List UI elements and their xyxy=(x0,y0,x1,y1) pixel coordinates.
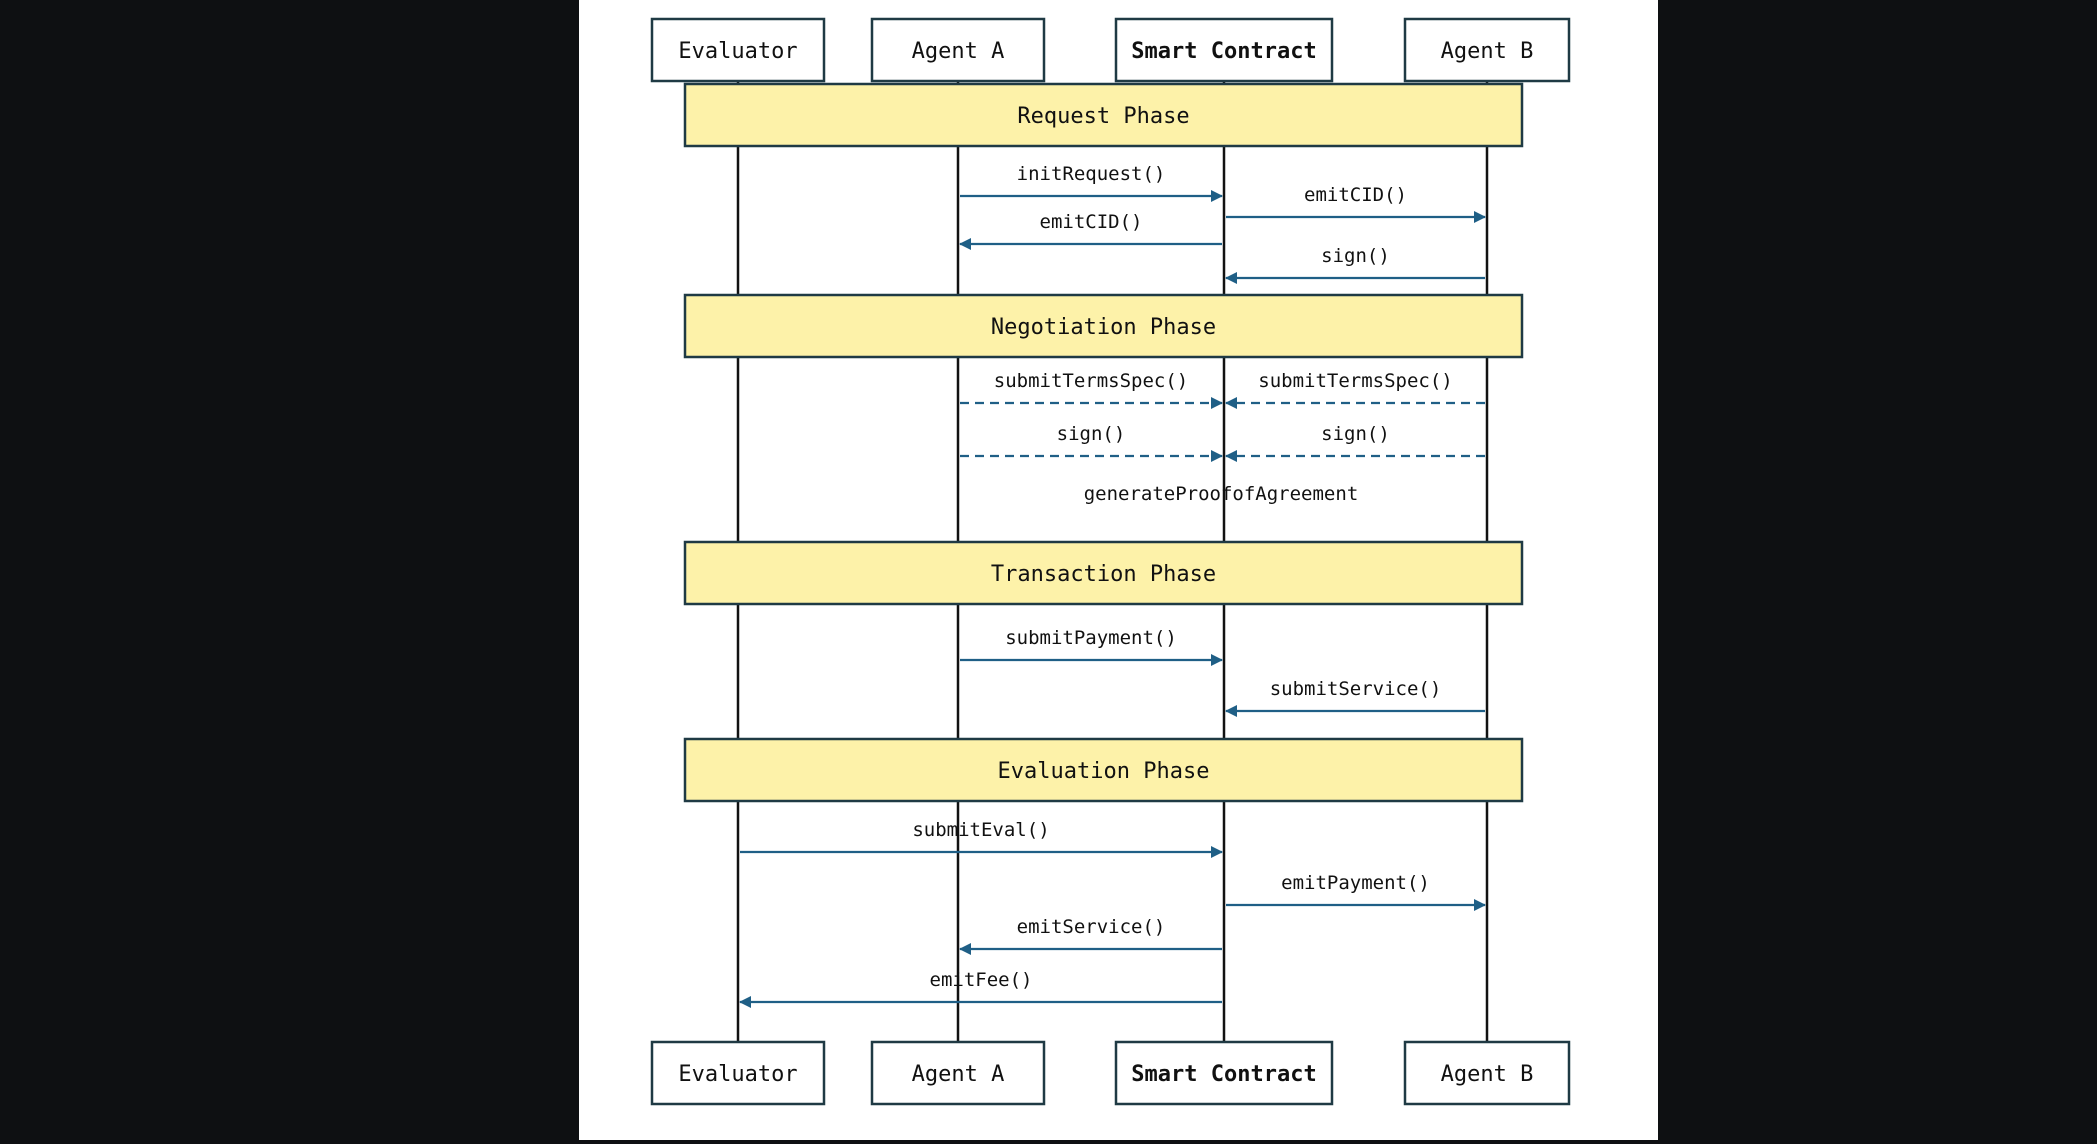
phase-request-phase: Request Phase xyxy=(683,82,1524,148)
actor-top-agent-a: Agent A xyxy=(870,17,1046,83)
note-label: generateProofofAgreement xyxy=(1084,483,1359,505)
actor-label: Evaluator xyxy=(678,39,797,64)
message-label: submitEval() xyxy=(912,819,1049,841)
actor-label: Evaluator xyxy=(678,1062,797,1087)
message-init-request: initRequest() xyxy=(960,163,1223,202)
phase-label: Transaction Phase xyxy=(991,562,1216,587)
phase-label: Request Phase xyxy=(1017,104,1189,129)
actor-box xyxy=(650,17,826,83)
message-submit-payment: submitPayment() xyxy=(960,627,1223,666)
phase-label: Negotiation Phase xyxy=(991,315,1216,340)
actor-label: Agent A xyxy=(912,39,1005,64)
message-label: emitPayment() xyxy=(1281,872,1430,894)
actor-label: Smart Contract xyxy=(1131,39,1316,64)
message-label: emitFee() xyxy=(930,969,1033,991)
actor-bottom-agent-a: Agent A xyxy=(870,1040,1046,1106)
actor-label: Agent B xyxy=(1441,39,1534,64)
message-label: emitCID() xyxy=(1304,184,1407,206)
message-label: sign() xyxy=(1321,423,1390,445)
message-label: sign() xyxy=(1057,423,1126,445)
actor-box xyxy=(870,1040,1046,1106)
actor-top-evaluator: Evaluator xyxy=(650,17,826,83)
message-submit-terms-spec: submitTermsSpec() xyxy=(960,370,1223,409)
actor-box xyxy=(1403,17,1571,83)
phase-label: Evaluation Phase xyxy=(998,759,1210,784)
message-emit-cid: emitCID() xyxy=(1226,184,1486,223)
message-label: submitPayment() xyxy=(1005,627,1177,649)
phase-box xyxy=(683,293,1524,359)
actor-box xyxy=(1403,1040,1571,1106)
message-label: sign() xyxy=(1321,245,1390,267)
message-emit-payment: emitPayment() xyxy=(1226,872,1486,911)
actor-label: Smart Contract xyxy=(1131,1062,1316,1087)
message-label: submitTermsSpec() xyxy=(1258,370,1452,392)
actor-bottom-evaluator: Evaluator xyxy=(650,1040,826,1106)
message-label: emitService() xyxy=(1017,916,1166,938)
actor-label: Agent B xyxy=(1441,1062,1534,1087)
message-submit-eval: submitEval() xyxy=(740,819,1223,858)
phase-box xyxy=(683,737,1524,803)
phase-negotiation-phase: Negotiation Phase xyxy=(683,293,1524,359)
actor-label: Agent A xyxy=(912,1062,1005,1087)
phase-evaluation-phase: Evaluation Phase xyxy=(683,737,1524,803)
actor-bottom-smart-contract: Smart Contract xyxy=(1114,1040,1334,1106)
message-label: initRequest() xyxy=(1017,163,1166,185)
message-label: submitTermsSpec() xyxy=(994,370,1188,392)
phase-transaction-phase: Transaction Phase xyxy=(683,540,1524,606)
actor-bottom-agent-b: Agent B xyxy=(1403,1040,1571,1106)
actor-box xyxy=(1114,17,1334,83)
actor-top-agent-b: Agent B xyxy=(1403,17,1571,83)
message-label: emitCID() xyxy=(1040,211,1143,233)
actor-box xyxy=(870,17,1046,83)
message-emit-service: emitService() xyxy=(959,916,1222,955)
actor-box xyxy=(650,1040,826,1106)
message-sign: sign() xyxy=(1225,423,1485,462)
message-emit-cid: emitCID() xyxy=(959,211,1222,250)
message-emit-fee: emitFee() xyxy=(739,969,1222,1008)
message-submit-service: submitService() xyxy=(1225,678,1485,717)
actor-top-smart-contract: Smart Contract xyxy=(1114,17,1334,83)
message-sign: sign() xyxy=(960,423,1223,462)
message-sign: sign() xyxy=(1225,245,1485,284)
actor-box xyxy=(1114,1040,1334,1106)
message-submit-terms-spec: submitTermsSpec() xyxy=(1225,370,1485,409)
message-label: submitService() xyxy=(1270,678,1442,700)
phase-box xyxy=(683,540,1524,606)
phase-box xyxy=(683,82,1524,148)
